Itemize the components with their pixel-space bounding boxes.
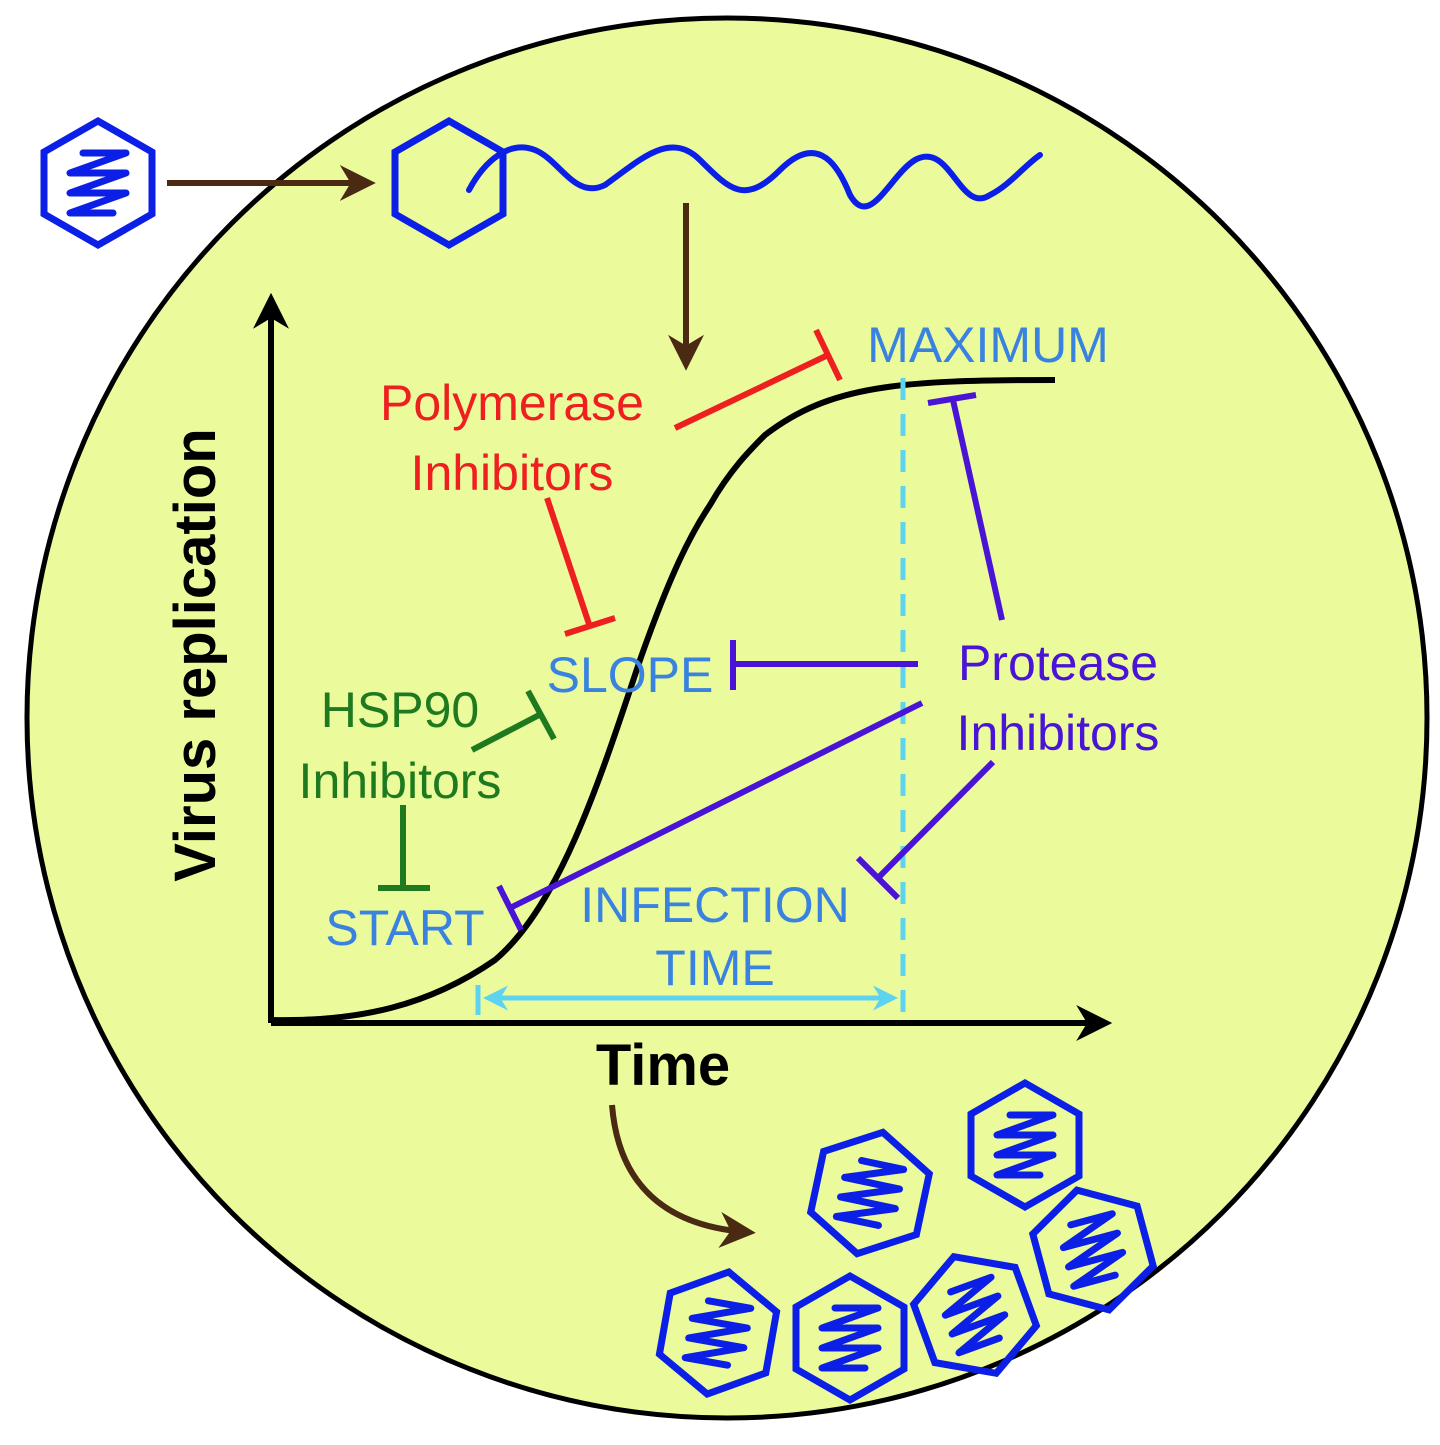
infection-time-label-line2: TIME [655, 940, 774, 996]
polymerase-inhibits-maximum [673, 328, 843, 431]
progeny-virion-icon [1028, 1186, 1158, 1314]
progeny-virions [655, 1078, 1158, 1405]
maximum-label: MAXIMUM [867, 317, 1109, 373]
progeny-virion-icon [655, 1267, 781, 1399]
progeny-virion-icon [806, 1128, 934, 1258]
protease-inhibits-start [496, 700, 924, 932]
release-arrow [609, 1104, 756, 1248]
infection-time-label-line1: INFECTION [580, 877, 849, 933]
protease-inhibits-slope [730, 640, 918, 690]
progeny-virion-icon [967, 1078, 1083, 1212]
cell-circle [24, 15, 1430, 1421]
protease-inhibitors-label-line2: Inhibitors [957, 705, 1160, 761]
x-axis-title: Time [596, 1033, 730, 1098]
growth-curve [270, 377, 1056, 1024]
start-label: START [325, 900, 484, 956]
progeny-virion-icon [792, 1271, 908, 1405]
polymerase-inhibitors-label-line1: Polymerase [380, 375, 644, 431]
hexagon-virus-icon [40, 116, 156, 250]
hsp90-inhibitors-label-line1: HSP90 [321, 682, 479, 738]
y-axis-title: Virus replication [163, 428, 228, 881]
polymerase-inhibits-slope [544, 497, 616, 637]
progeny-virion-icon [909, 1252, 1041, 1378]
polymerase-inhibitors-label-line2: Inhibitors [411, 445, 614, 501]
hsp90-inhibits-start [378, 805, 430, 891]
protease-inhibitors-label-line1: Protease [958, 635, 1158, 691]
hsp90-inhibits-slope [470, 689, 557, 753]
protease-inhibits-maximum [927, 392, 1005, 621]
hsp90-inhibitors-label-line2: Inhibitors [299, 753, 502, 809]
protease-inhibits-infection-time [855, 759, 996, 901]
virus-uncoating-icon [391, 116, 1043, 250]
slope-label: SLOPE [547, 647, 714, 703]
